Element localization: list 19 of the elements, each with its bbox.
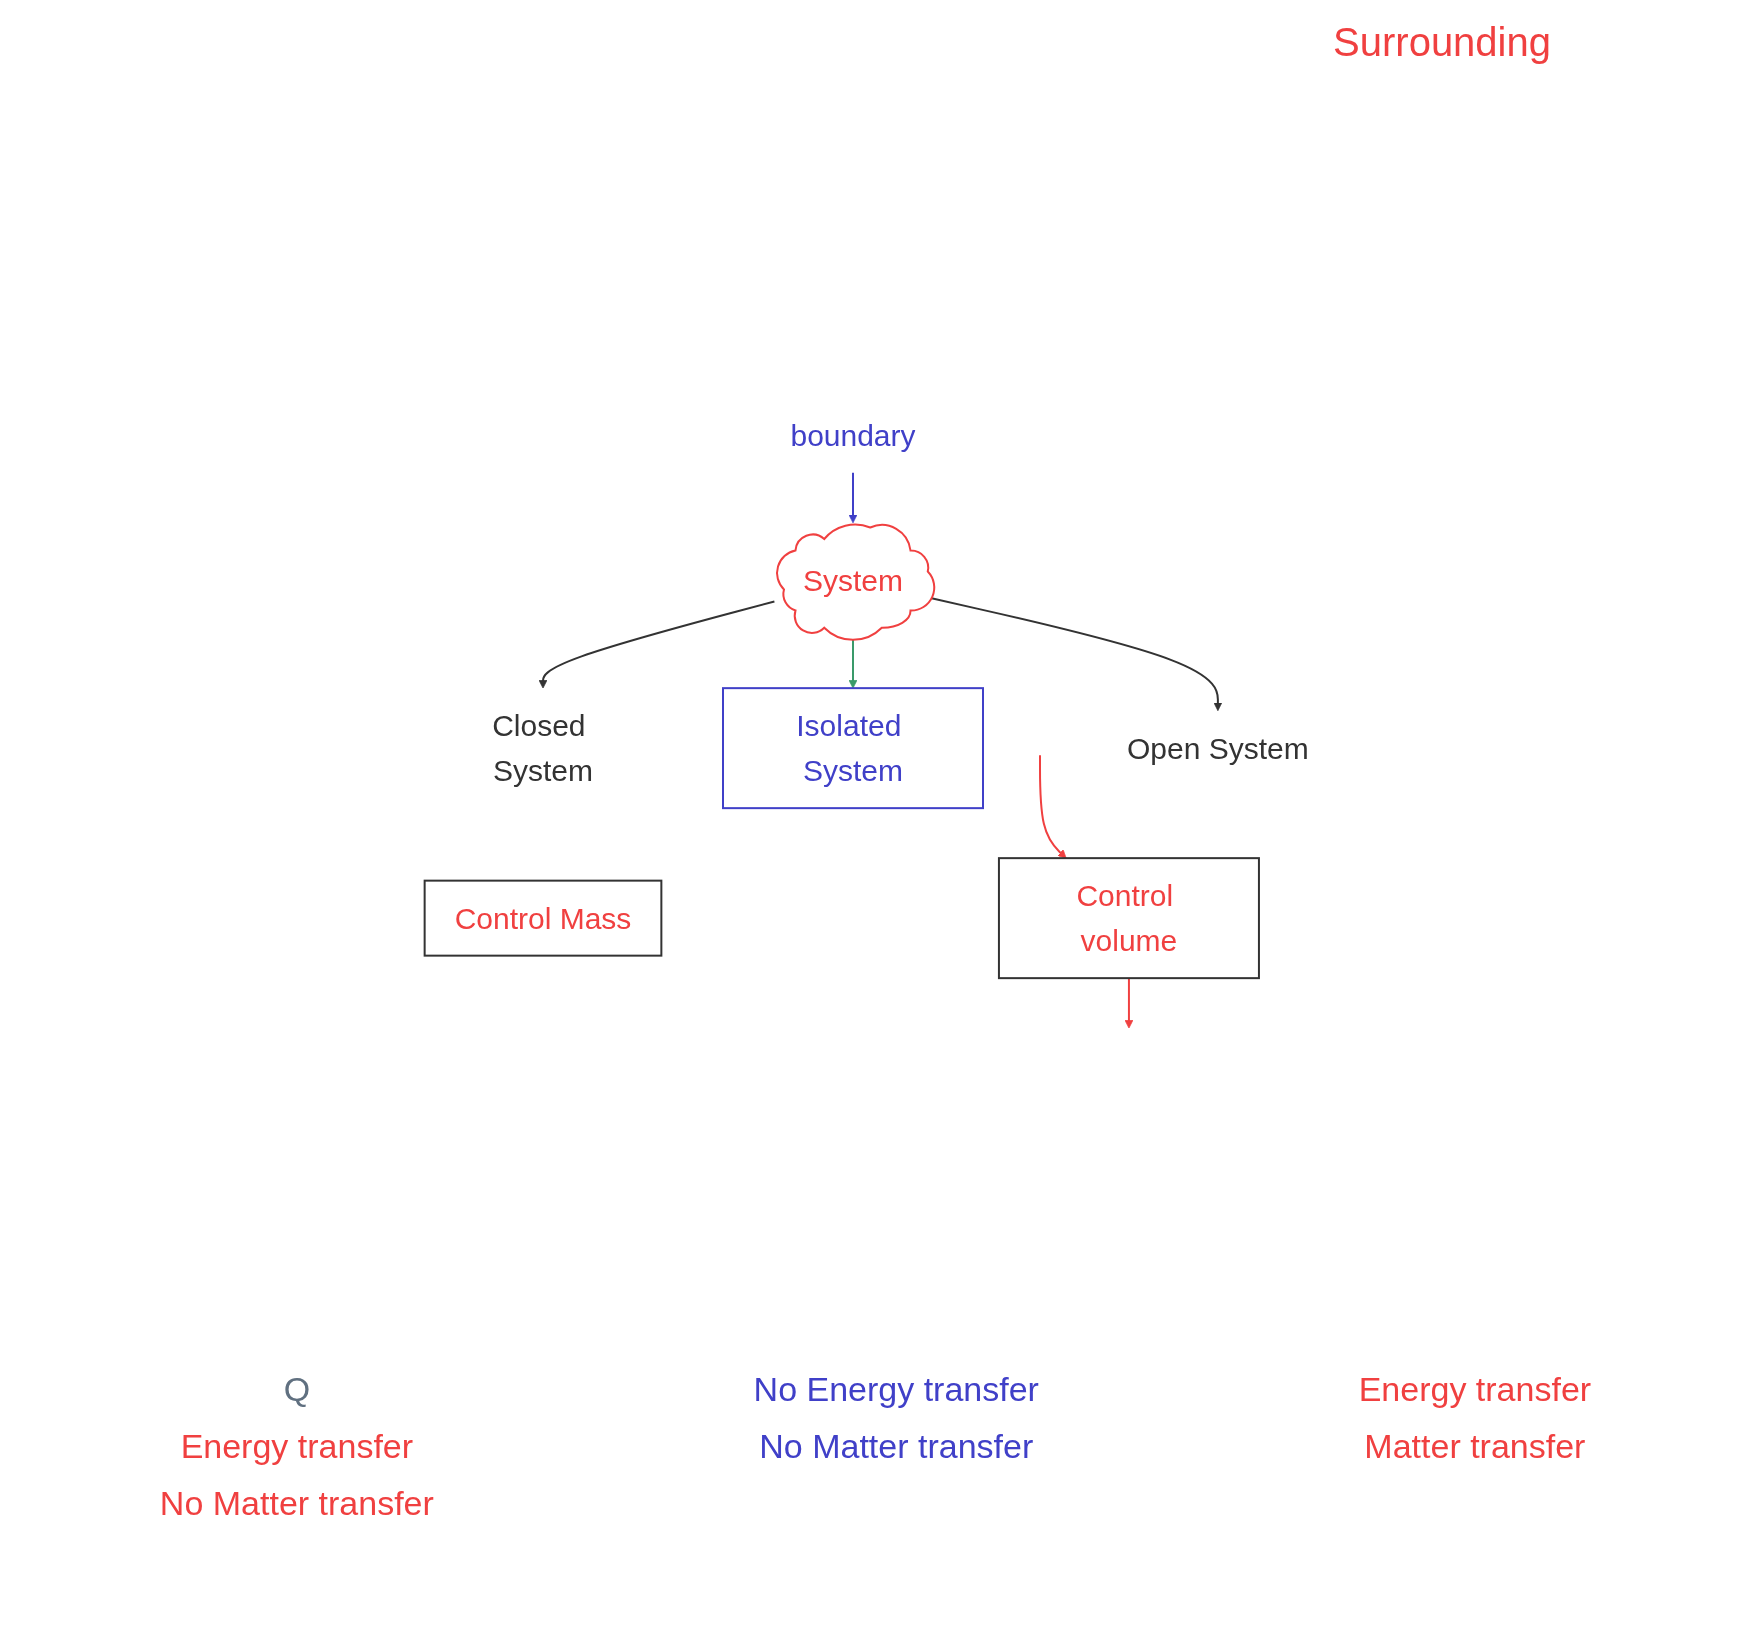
property-note: No Matter transfer	[759, 1427, 1034, 1466]
property-note: Energy transfer	[180, 1427, 414, 1466]
node-box: Isolated System	[721, 687, 984, 810]
arrow	[538, 600, 776, 689]
node-text: Open System	[1126, 731, 1309, 765]
node-box: Control Mass	[423, 879, 662, 957]
arrow	[1038, 754, 1067, 859]
property-note: Matter transfer	[1364, 1427, 1586, 1466]
node-text: boundary	[790, 418, 916, 452]
node-box: Control volume	[997, 857, 1260, 980]
property-note: No Energy transfer	[753, 1370, 1039, 1409]
arrow	[930, 597, 1222, 712]
heat-symbol: Q	[283, 1370, 311, 1409]
node-text: Closed System	[491, 709, 593, 788]
property-note: Energy transfer	[1358, 1370, 1592, 1409]
property-note: No Matter transfer	[159, 1484, 434, 1523]
surroundings-label: Surrounding	[1333, 20, 1551, 64]
arrow	[848, 471, 858, 524]
arrow	[1124, 977, 1133, 1029]
